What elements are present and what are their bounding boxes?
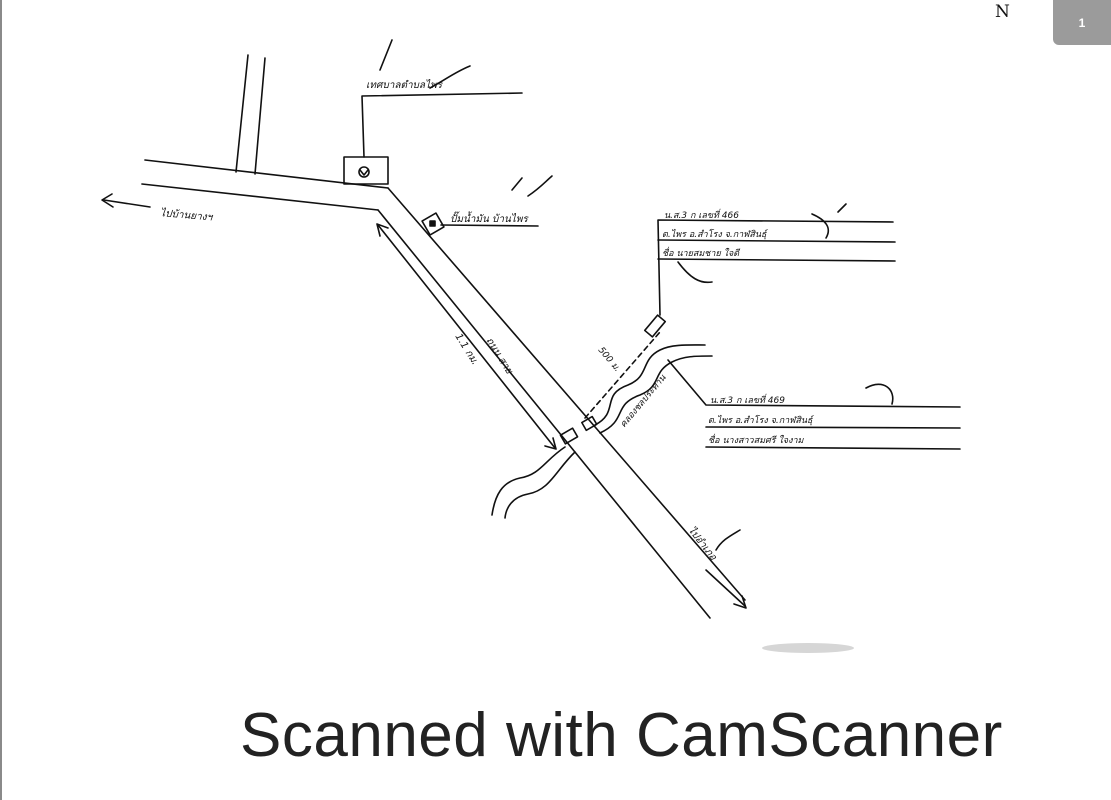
gas-station-marker-icon [421,212,445,236]
west-arrow-label: ไปบ้านยางฯ [160,207,214,224]
municipality-label: เทศบาลตำบลไพร [366,79,444,91]
parcel-a-line3: ชื่อ นายสมชาย ใจดี [662,246,741,259]
scanner-watermark: Scanned with CamScanner [240,701,1003,770]
side-road-right-edge [254,57,266,175]
north-indicator: N [995,2,1010,22]
south-arrow-label: ไปอำเภอ [686,524,720,563]
viewer-left-border [0,0,2,800]
west-arrow-line [103,199,151,208]
main-road-bottom-edge [141,183,379,211]
parcel-a-line2: ต.ไพร อ.สำโรง จ.กาฬสินธุ์ [662,228,769,240]
bridge-marker-south-icon [559,427,579,445]
scan-smudge [762,643,854,653]
gas-station-leader-line [440,224,539,227]
road-name-label: ถนน สาย [483,336,514,377]
side-road-left-edge [235,54,249,173]
canal-bank-a [594,344,706,426]
canal-label: คลองชลประทาน [619,373,669,430]
gas-station-label: ปั๊มน้ำมัน บ้านไพร [450,211,529,225]
parcel-a-line1: น.ส.3 ก เลขที่ 466 [664,208,739,221]
page-number-badge[interactable]: 1 [1053,0,1111,45]
bridge-marker-east-icon [581,415,598,432]
parcel-b-line3: ชื่อ นางสาวสมศรี ใจงาม [708,433,805,446]
parcel-marker-icon [643,314,667,338]
municipality-leader-line [361,92,523,158]
diagonal-road-lower-edge [377,209,711,619]
parcel-b-line2: ต.ไพร อ.สำโรง จ.กาฬสินธุ์ [708,414,815,426]
distance-dimension-line [377,224,556,449]
diagonal-road-upper-edge [387,187,746,601]
south-arrow-line [705,569,746,607]
sub-distance-label: 500 ม. [596,346,622,375]
parcel-b-line1: น.ส.3 ก เลขที่ 469 [710,393,785,406]
west-arrow-head-icon [101,193,114,208]
municipality-marker-icon [343,156,389,185]
sub-distance-dashed-line [584,331,661,419]
south-arrow-head-icon [733,595,747,609]
south-stream-bank-a [491,446,566,516]
parcel-b-leader-line [667,359,961,408]
canal-bank-b [599,355,713,434]
parcel-a-leader-line [657,219,894,316]
south-stream-bank-b [504,451,576,519]
